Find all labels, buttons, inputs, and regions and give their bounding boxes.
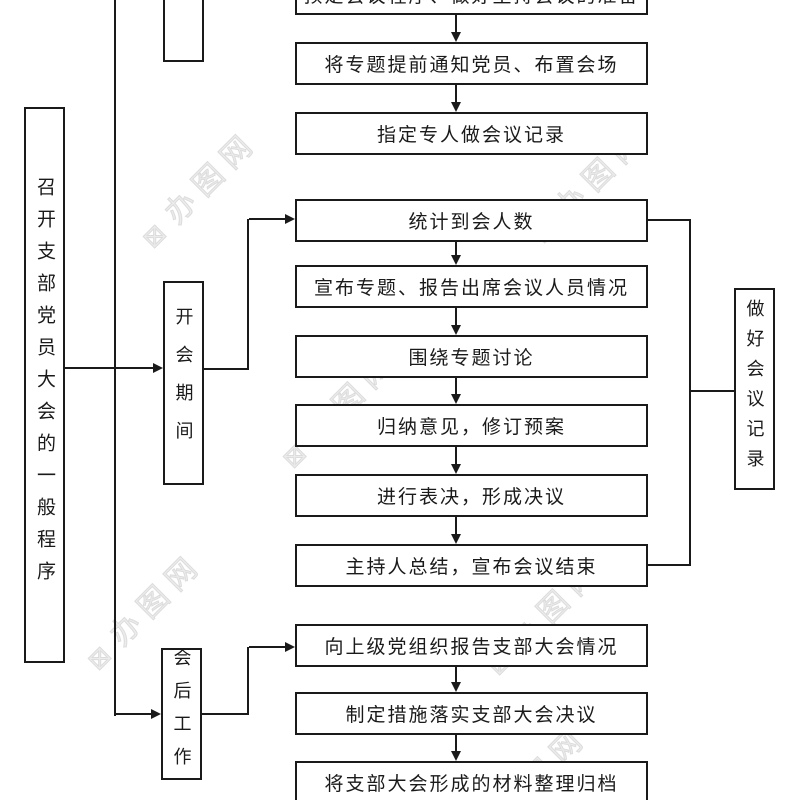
- step-box-after-3: 将支部大会形成的材料整理归档: [295, 761, 648, 800]
- arrow-down-after-1-2: [451, 667, 461, 692]
- step-box-meeting-1: 统计到会人数: [295, 199, 648, 242]
- phase-label-during-meeting: 开会期间: [173, 307, 194, 459]
- step-box-prep-2: 将专题提前通知党员、布置会场: [295, 42, 648, 85]
- phase-label-after-meeting: 会后工作: [171, 648, 192, 780]
- arrow-down-meeting-4-5: [451, 447, 461, 474]
- arrow-down-meeting-1-2: [451, 242, 461, 265]
- connector-step6-to-rail: [648, 564, 691, 566]
- main-title: 召开支部党员大会的一般程序: [34, 177, 55, 593]
- connector-after-vertical: [247, 647, 249, 715]
- connector-minutes-rail: [689, 219, 691, 566]
- connector-trunk-vertical: [114, 0, 116, 716]
- watermark: ⊠办图网: [107, 97, 294, 284]
- watermark-text: 办图网: [158, 124, 265, 231]
- watermark-logo-icon: ⊠: [136, 211, 179, 255]
- connector-rail-to-minutes: [691, 390, 734, 392]
- step-box-meeting-6: 主持人总结，宣布会议结束: [295, 544, 648, 587]
- step-box-prep-3: 指定专人做会议记录: [295, 112, 648, 155]
- phase-box-after-meeting: 会后工作: [161, 648, 202, 780]
- arrow-down-prep-2-3: [451, 85, 461, 112]
- arrow-down-meeting-5-6: [451, 517, 461, 544]
- main-title-box: 召开支部党员大会的一般程序: [24, 107, 65, 663]
- arrow-down-meeting-2-3: [451, 308, 461, 335]
- step-box-meeting-4: 归纳意见，修订预案: [295, 404, 648, 447]
- arrow-title-to-during: [65, 363, 163, 373]
- arrow-down-meeting-3-4: [451, 378, 461, 404]
- step-box-prep-1: 预定会议程序、做好主持会议的准备: [295, 0, 648, 15]
- connector-after-horizontal: [202, 713, 249, 715]
- watermark: ⊠办图网: [52, 519, 239, 706]
- side-note-label: 做好会议记录: [744, 299, 765, 479]
- arrow-down-after-2-3: [451, 735, 461, 761]
- arrow-after-to-step1: [249, 642, 295, 652]
- step-box-after-1: 向上级党组织报告支部大会情况: [295, 624, 648, 667]
- step-box-after-2: 制定措施落实支部大会决议: [295, 692, 648, 735]
- phase-box-during-meeting: 开会期间: [163, 281, 204, 485]
- arrow-trunk-to-after: [114, 709, 161, 719]
- arrow-down-prep-1-2: [451, 15, 461, 42]
- phase-box-preparation: [163, 0, 204, 62]
- connector-during-vertical: [247, 219, 249, 370]
- watermark-logo-icon: ⊠: [81, 633, 124, 677]
- side-note-box-minutes: 做好会议记录: [734, 288, 775, 490]
- watermark-text: 办图网: [103, 546, 210, 653]
- connector-step1-to-rail: [648, 219, 691, 221]
- step-box-meeting-3: 围绕专题讨论: [295, 335, 648, 378]
- connector-during-horizontal: [203, 368, 249, 370]
- step-box-meeting-2: 宣布专题、报告出席会议人员情况: [295, 265, 648, 308]
- step-box-meeting-5: 进行表决，形成决议: [295, 474, 648, 517]
- arrow-during-to-step1: [249, 214, 295, 224]
